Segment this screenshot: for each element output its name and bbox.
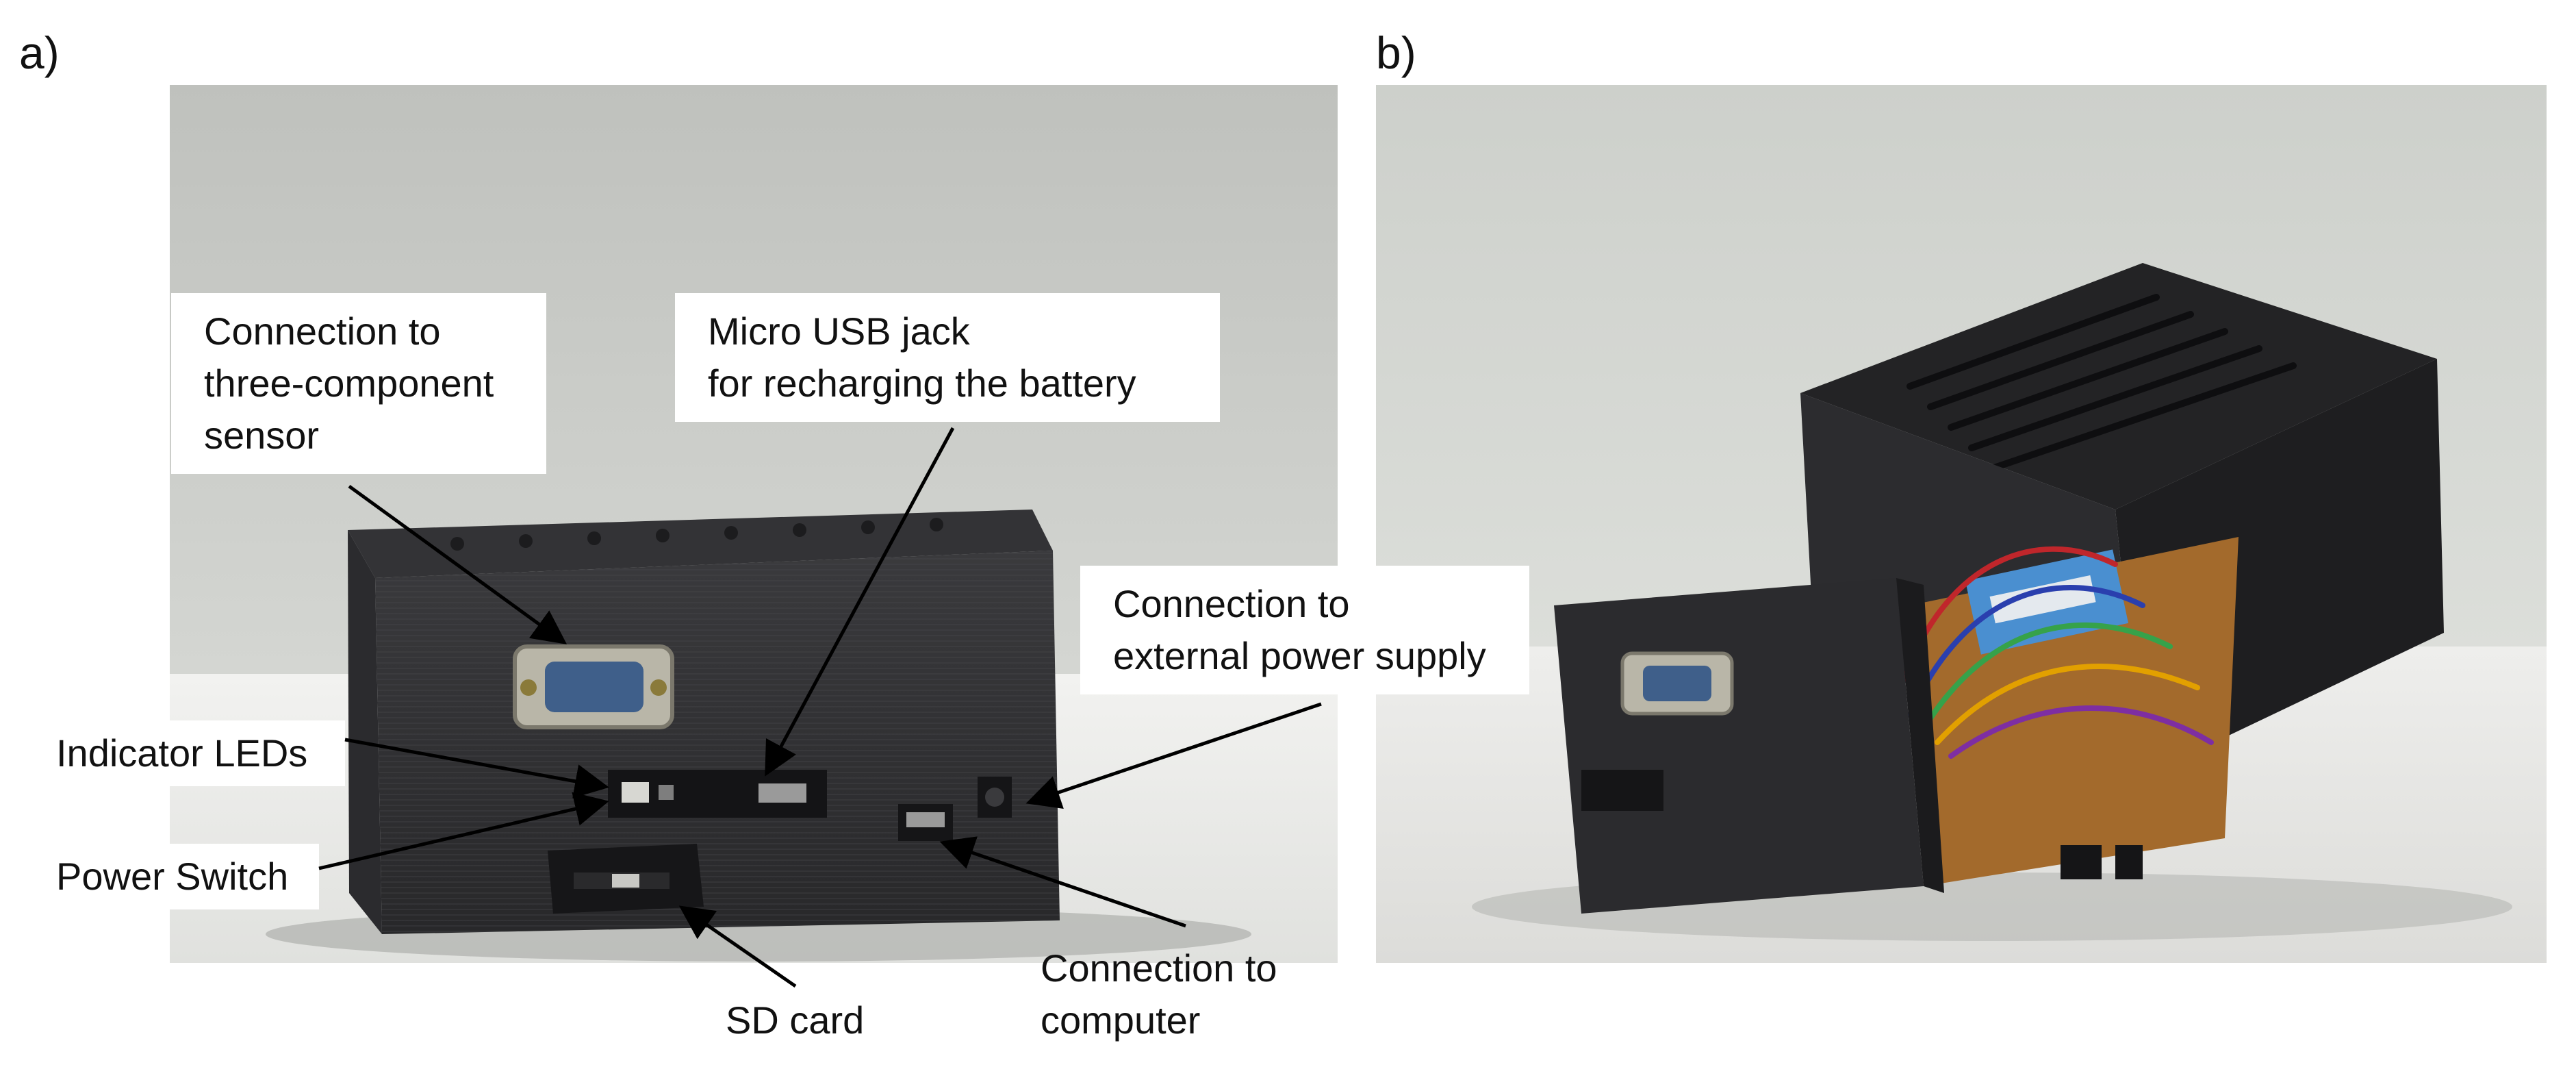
callout-sensor-line-3: sensor	[204, 414, 320, 457]
photo-a-device-front	[170, 85, 1338, 963]
label-sd-line-1: SD card	[726, 999, 865, 1042]
callout-power-line-1: Connection to	[1113, 582, 1350, 625]
callout-switch-line-1: Power Switch	[56, 855, 289, 898]
photo-b-device-open	[1376, 85, 2547, 963]
callout-power-switch: Power Switch	[26, 844, 319, 909]
callout-usb-line-1: Micro USB jack	[708, 310, 970, 353]
label-computer-line-1: Connection to	[1041, 946, 1277, 990]
callout-micro-usb: Micro USB jack for recharging the batter…	[675, 293, 1220, 422]
label-computer-connection: Connection to computer	[1041, 942, 1277, 1046]
panel-b-label: b)	[1376, 27, 1416, 78]
callout-leds-line-1: Indicator LEDs	[56, 731, 308, 775]
callout-indicator-leds: Indicator LEDs	[26, 720, 345, 786]
callout-sensor-line-1: Connection to	[204, 310, 441, 353]
callout-external-power: Connection to external power supply	[1080, 566, 1529, 694]
callout-sensor-connection: Connection to three-component sensor	[171, 293, 546, 474]
callout-power-line-2: external power supply	[1113, 634, 1486, 677]
callout-usb-line-2: for recharging the battery	[708, 362, 1136, 405]
panel-a-label: a)	[19, 27, 60, 78]
label-computer-line-2: computer	[1041, 999, 1201, 1042]
callout-sensor-line-2: three-component	[204, 362, 494, 405]
label-sd-card: SD card	[726, 994, 864, 1046]
